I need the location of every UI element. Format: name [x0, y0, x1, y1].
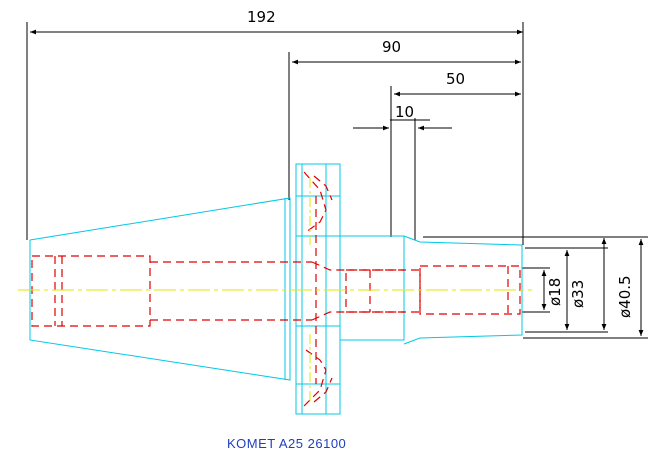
- dim-33-text: ø33: [569, 280, 587, 308]
- dim-10-text: 10: [395, 103, 414, 121]
- shank-bore: [31, 255, 151, 327]
- dim-18-text: ø18: [546, 278, 564, 306]
- center-bore: [345, 269, 421, 313]
- flange: [295, 163, 341, 415]
- dim-40-5-text: ø40.5: [616, 275, 634, 318]
- hidden-lines: [31, 171, 521, 407]
- dimension-lines: [26, 22, 648, 339]
- dim-90-text: 90: [382, 38, 401, 56]
- dim-192-text: 192: [247, 8, 276, 26]
- tool-outline: [29, 163, 523, 415]
- collar: [339, 235, 405, 341]
- dim-50-text: 50: [446, 70, 465, 88]
- taper-shank: [29, 197, 291, 381]
- centerline: [18, 178, 532, 404]
